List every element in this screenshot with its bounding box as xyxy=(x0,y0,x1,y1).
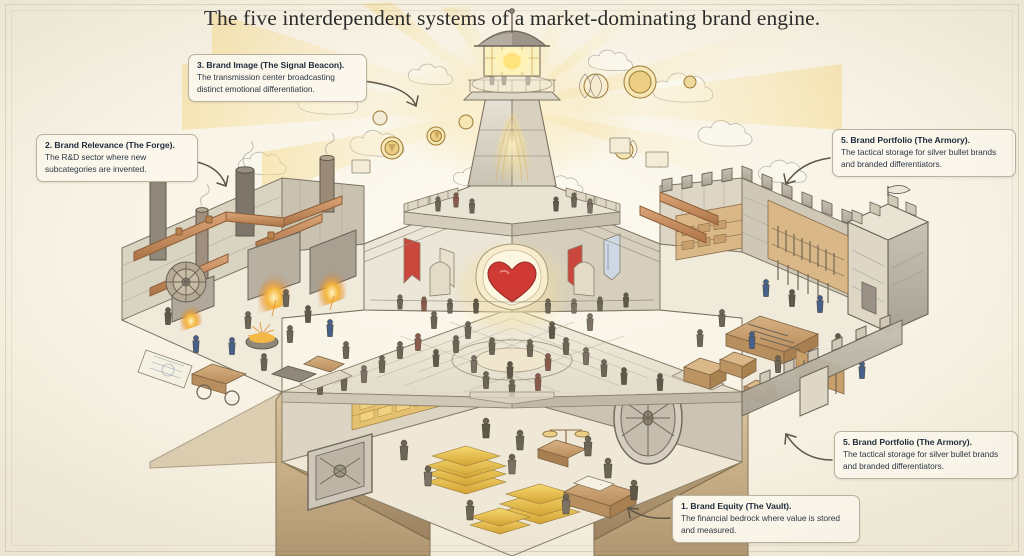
callout-description: The tactical storage for silver bullet b… xyxy=(841,147,997,169)
vault-figures xyxy=(399,417,639,521)
callout-title: 3. Brand Image (The Signal Beacon). xyxy=(197,60,345,70)
plaza-front-stairs xyxy=(469,391,555,405)
castle-armory xyxy=(639,165,930,417)
plaza-crowd xyxy=(316,311,664,397)
armory-weapon-racks xyxy=(767,199,849,303)
callout-description: The financial bedrock where value is sto… xyxy=(681,513,840,535)
lighthouse-terrace xyxy=(403,169,621,237)
callout-brand-portfolio-armory-bottom[interactable]: 5. Brand Portfolio (The Armory). The tac… xyxy=(834,431,1018,479)
callout-title: 1. Brand Equity (The Vault). xyxy=(681,501,792,511)
foundry-left xyxy=(121,132,365,406)
castle-outer-wall xyxy=(741,314,903,417)
callout-brand-relevance-forge[interactable]: 2. Brand Relevance (The Forge). The R&D … xyxy=(36,134,198,182)
callout-title: 2. Brand Relevance (The Forge). xyxy=(45,140,175,150)
foundry-flywheel xyxy=(165,261,207,303)
foundry-blueprint xyxy=(137,349,193,389)
vault-scales xyxy=(536,429,590,468)
callout-description: The transmission center broadcasting dis… xyxy=(197,72,335,94)
gold-bar-stacks xyxy=(424,445,582,535)
callout-description: The tactical storage for silver bullet b… xyxy=(843,449,999,471)
central-plaza xyxy=(281,307,743,409)
callout-brand-equity-vault[interactable]: 1. Brand Equity (The Vault). The financi… xyxy=(672,495,860,543)
callout-description: The R&D sector where new subcategories a… xyxy=(45,152,147,174)
vault-ledger-table xyxy=(562,475,638,519)
vault-door-square xyxy=(307,433,373,511)
floating-brand-emblems xyxy=(351,65,697,174)
callout-brand-portfolio-armory-top[interactable]: 5. Brand Portfolio (The Armory). The tac… xyxy=(832,129,1016,177)
page-title: The five interdependent systems of a mar… xyxy=(203,6,821,30)
callout-brand-image-beacon[interactable]: 3. Brand Image (The Signal Beacon). The … xyxy=(188,54,367,102)
lighthouse-beacon xyxy=(462,8,562,187)
foundry-furnaces xyxy=(171,229,357,332)
callout-title: 5. Brand Portfolio (The Armory). xyxy=(843,437,972,447)
callout-title: 5. Brand Portfolio (The Armory). xyxy=(841,135,970,145)
castle-tower xyxy=(846,185,930,333)
